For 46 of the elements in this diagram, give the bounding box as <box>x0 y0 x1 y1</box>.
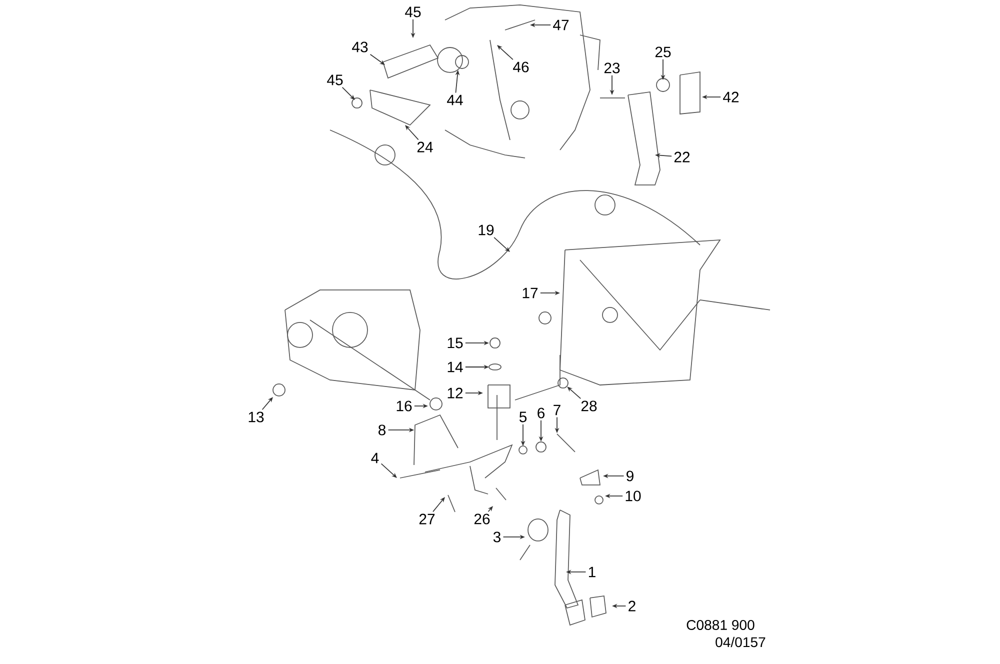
leader-line <box>497 45 514 60</box>
callout-number: 9 <box>626 470 634 482</box>
part-drawing <box>556 434 576 452</box>
callout-number: 16 <box>396 400 412 412</box>
callout-number: 4 <box>371 452 379 464</box>
callout-number: 25 <box>655 46 671 58</box>
callout-number: 45 <box>327 74 343 86</box>
callout-number: 43 <box>352 42 368 52</box>
leader-line <box>380 463 397 478</box>
leader-line <box>488 506 493 512</box>
callout-number: 13 <box>248 412 264 422</box>
drawing-number: 04/0157 <box>716 636 766 648</box>
callout-number: 2 <box>628 600 636 612</box>
leader-line <box>262 397 273 410</box>
leader-line <box>494 236 510 252</box>
callout-number: 27 <box>419 514 435 524</box>
callout-number: 42 <box>723 92 739 102</box>
leader-line <box>370 54 385 65</box>
callout-number: 23 <box>604 62 620 74</box>
leader-line <box>405 125 419 140</box>
part-drawing <box>414 414 513 494</box>
callout-number: 17 <box>522 288 538 298</box>
callout-number: 5 <box>519 412 527 422</box>
callout-number: 22 <box>674 152 690 162</box>
callout-number: 6 <box>538 408 545 418</box>
callout-number: 12 <box>448 388 463 398</box>
callout-number: 24 <box>417 142 433 152</box>
callout-number: 7 <box>554 404 560 416</box>
callout-number: 19 <box>478 224 494 236</box>
callout-number: 15 <box>448 338 463 348</box>
callout-number: 8 <box>378 424 386 436</box>
leader-line <box>342 86 355 100</box>
callout-number: 10 <box>626 490 641 502</box>
callout-number: 14 <box>448 362 463 372</box>
callout-number: 1 <box>588 566 596 578</box>
callout-number: 47 <box>553 20 569 30</box>
drawing-number: C0881 900 <box>686 620 754 630</box>
callout-number: 26 <box>474 514 490 524</box>
leader-line <box>432 497 445 512</box>
nut-drawing <box>558 378 568 388</box>
nut-drawing <box>536 442 546 452</box>
callout-number: 3 <box>493 532 501 542</box>
callout-number: 28 <box>581 400 597 412</box>
callout-number: 46 <box>513 62 529 72</box>
callout-number: 45 <box>405 6 421 18</box>
callout-number: 44 <box>447 94 463 106</box>
